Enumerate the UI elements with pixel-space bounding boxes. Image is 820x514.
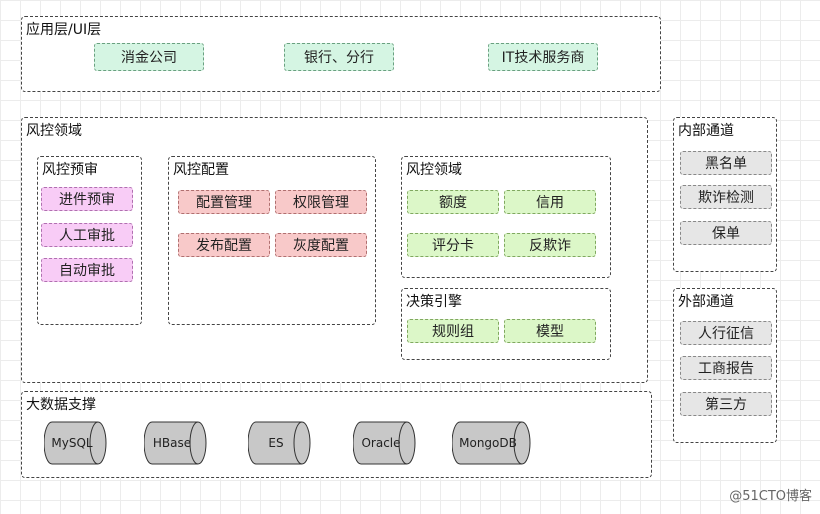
domain-item-credit[interactable]: 信用 <box>504 190 596 214</box>
decision-engine-title: 决策引擎 <box>406 294 462 310</box>
big-data-group: 大数据支撑 MySQL HBase ES Oracle <box>21 391 652 478</box>
database-label: MySQL <box>51 436 93 450</box>
external-channel-group: 外部通道 人行征信 工商报告 第三方 <box>673 288 777 443</box>
internal-item-blacklist[interactable]: 黑名单 <box>680 151 772 175</box>
external-item-business-report[interactable]: 工商报告 <box>680 356 772 380</box>
database-label: MongoDB <box>459 436 517 450</box>
database-es[interactable]: ES <box>248 421 314 465</box>
engine-item-model[interactable]: 模型 <box>504 319 596 343</box>
app-layer-title: 应用层/UI层 <box>26 22 102 38</box>
domain-item-scorecard[interactable]: 评分卡 <box>407 233 499 257</box>
config-item-publish[interactable]: 发布配置 <box>178 233 270 257</box>
internal-item-fraud-detection[interactable]: 欺诈检测 <box>680 185 772 209</box>
app-layer-group: 应用层/UI层 消金公司 银行、分行 IT技术服务商 <box>21 16 661 92</box>
domain-item-anti-fraud[interactable]: 反欺诈 <box>504 233 596 257</box>
config-item-gray-release[interactable]: 灰度配置 <box>275 233 367 257</box>
external-channel-title: 外部通道 <box>678 294 734 310</box>
internal-item-policy[interactable]: 保单 <box>680 221 772 245</box>
pre-review-title: 风控预审 <box>42 162 98 178</box>
app-item-consumer-finance[interactable]: 消金公司 <box>94 43 204 71</box>
pre-review-item-manual[interactable]: 人工审批 <box>41 223 133 247</box>
inner-domain-title: 风控领域 <box>406 162 462 178</box>
cylinder-icon <box>353 421 416 465</box>
config-group: 风控配置 配置管理 权限管理 发布配置 灰度配置 <box>168 156 376 325</box>
database-mysql[interactable]: MySQL <box>44 421 110 465</box>
cylinder-icon <box>248 421 311 465</box>
big-data-title: 大数据支撑 <box>26 397 96 413</box>
config-title: 风控配置 <box>173 162 229 178</box>
decision-engine-group: 决策引擎 规则组 模型 <box>401 288 611 360</box>
database-hbase[interactable]: HBase <box>144 421 210 465</box>
domain-item-quota[interactable]: 额度 <box>407 190 499 214</box>
inner-domain-group: 风控领域 额度 信用 评分卡 反欺诈 <box>401 156 611 278</box>
cylinder-icon <box>44 421 107 465</box>
database-oracle[interactable]: Oracle <box>353 421 419 465</box>
internal-channel-title: 内部通道 <box>678 123 734 139</box>
database-label: HBase <box>152 436 192 450</box>
pre-review-item-intake[interactable]: 进件预审 <box>41 187 133 211</box>
config-item-permission[interactable]: 权限管理 <box>275 190 367 214</box>
internal-channel-group: 内部通道 黑名单 欺诈检测 保单 <box>673 117 777 272</box>
watermark: @51CTO博客 <box>729 489 812 504</box>
risk-domain-title: 风控领域 <box>26 123 82 139</box>
pre-review-group: 风控预审 进件预审 人工审批 自动审批 <box>37 156 142 325</box>
external-item-third-party[interactable]: 第三方 <box>680 392 772 416</box>
engine-item-rule-group[interactable]: 规则组 <box>407 319 499 343</box>
cylinder-icon <box>452 421 531 465</box>
database-mongodb[interactable]: MongoDB <box>452 421 534 465</box>
app-item-it-service[interactable]: IT技术服务商 <box>488 43 598 71</box>
pre-review-item-auto[interactable]: 自动审批 <box>41 258 133 282</box>
cylinder-icon <box>144 421 207 465</box>
app-item-bank-branch[interactable]: 银行、分行 <box>284 43 394 71</box>
database-label: ES <box>268 436 284 450</box>
config-item-management[interactable]: 配置管理 <box>178 190 270 214</box>
database-label: Oracle <box>361 436 401 450</box>
external-item-pboc-credit[interactable]: 人行征信 <box>680 321 772 345</box>
